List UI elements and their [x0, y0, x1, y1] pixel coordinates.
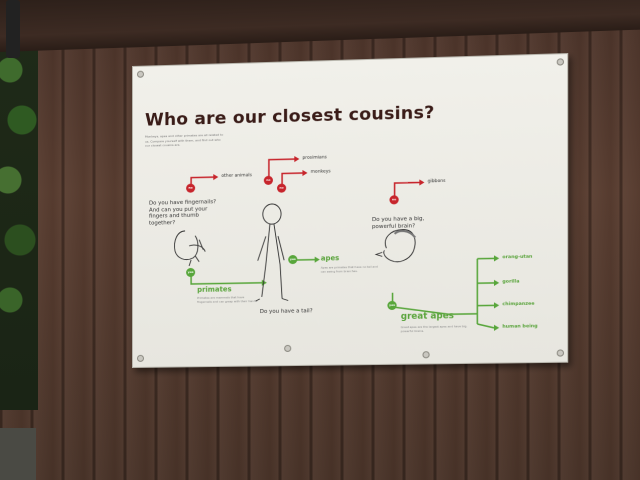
illustrations: [173, 54, 567, 367]
man-drawing: [256, 204, 288, 301]
ground: [0, 428, 36, 480]
head-profile-drawing: [376, 229, 415, 262]
foliage: [0, 30, 38, 410]
tree-lines: [133, 155, 500, 367]
information-sign: Who are our closest cousins? Monkeys, ap…: [132, 53, 569, 369]
drainpipe: [6, 0, 20, 58]
face-drawing: [173, 229, 206, 267]
